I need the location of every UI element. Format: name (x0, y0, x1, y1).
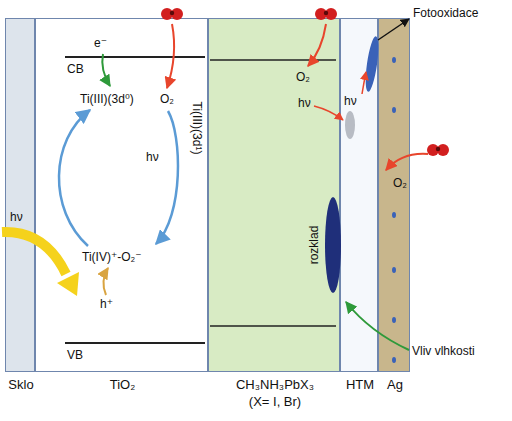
vertical-label: Ti(III)(3d¹) (190, 102, 204, 155)
moisture-arrow (346, 302, 409, 350)
annotation-label: h⁺ (100, 297, 113, 311)
hole-arrow (103, 268, 108, 295)
layer-label: (X= I, Br) (249, 394, 301, 409)
dot (392, 357, 396, 363)
layer-label: Sklo (8, 377, 33, 392)
photooxidation-arrow (378, 19, 409, 40)
oxygen-arrow (386, 154, 428, 170)
layer-label: CH₃NH₃PbX₃ (236, 377, 314, 392)
annotation-label: Ti(III)(3d⁰) (80, 92, 134, 106)
annotation-label: hν (298, 96, 311, 110)
layer-label: Ag (387, 377, 403, 392)
oxygen-arrow (308, 24, 326, 66)
decomposition-spot (325, 197, 341, 293)
dot (392, 212, 396, 218)
atom (324, 11, 328, 15)
annotation-label: Vliv vlhkosti (412, 344, 475, 358)
annotation-label: e⁻ (94, 36, 107, 50)
valence-band (65, 342, 205, 344)
oxygen-molecule (315, 8, 337, 20)
annotation-label: Ti(IV)⁺-O₂⁻ (82, 250, 142, 264)
conduction-band (65, 56, 205, 58)
perovskite-vb (210, 325, 336, 327)
layer-label: TiO₂ (110, 377, 136, 392)
oxygen-arrow (167, 24, 174, 88)
perovskite-cb (210, 59, 336, 61)
atom (170, 11, 174, 15)
atom (436, 147, 440, 151)
dot (392, 107, 396, 113)
annotation-label: O₂ (160, 92, 174, 106)
cycle-arrow (59, 110, 90, 246)
glass-layer: Sklo (5, 18, 35, 372)
light-arrowhead (57, 272, 79, 296)
perovskite-layer: CH₃NH₃PbX₃(X= I, Br) (208, 18, 340, 372)
dot (392, 57, 396, 63)
annotation-label: O₂ (393, 176, 407, 190)
annotation-label: CB (67, 62, 84, 76)
annotation-label: Fotooxidace (413, 6, 478, 20)
dot (392, 317, 396, 323)
oxygen-molecule (161, 8, 183, 20)
light-arrow (2, 232, 66, 274)
vertical-label: rozklad (307, 226, 321, 265)
ag-dots (392, 57, 396, 363)
annotation-label: O₂ (296, 70, 310, 84)
layer-label: HTM (346, 377, 374, 392)
dot (392, 267, 396, 273)
annotation-label: hν (10, 210, 23, 224)
cycle-arrow (156, 111, 178, 244)
grey-spot (345, 111, 355, 139)
oxygen-molecule (427, 144, 449, 156)
annotation-label: VB (67, 348, 83, 362)
photooxidation-spot (363, 36, 381, 93)
annotation-label: hν (146, 150, 159, 164)
electron-arrow (102, 54, 110, 86)
light-arrow (362, 72, 366, 94)
light-arrow (314, 106, 343, 120)
annotation-label: hν (344, 94, 357, 108)
